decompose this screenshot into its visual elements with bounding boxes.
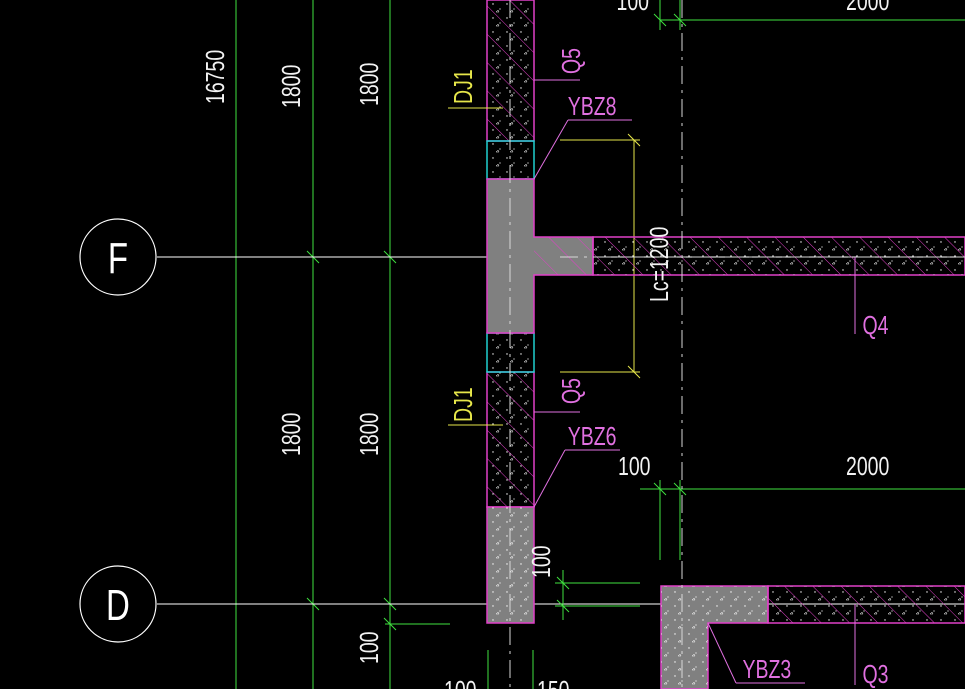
dj1-leaders (448, 107, 503, 426)
leader-lines (533, 79, 856, 685)
dimension-ticks-right (556, 13, 687, 613)
grid-bubble-f[interactable]: F (79, 218, 157, 296)
dim-mid-100: 100 (618, 451, 651, 480)
dimension-verticals-right (487, 0, 681, 689)
label-dj1-lower: DJ1 (448, 387, 477, 422)
label-q5-lower: Q5 (556, 378, 585, 404)
dim-top-100: 100 (617, 0, 650, 16)
dim-right-upper: 1800 (354, 63, 383, 106)
dim-top-2000: 2000 (846, 0, 889, 16)
q3-wall (767, 585, 965, 624)
ybz8-member (486, 178, 594, 334)
dim-right-lower: 1800 (354, 413, 383, 456)
dim-vertical-100: 100 (526, 545, 555, 578)
label-q3: Q3 (863, 659, 889, 688)
dim-left-upper: 1800 (276, 65, 305, 108)
grid-bubble-d[interactable]: D (79, 565, 157, 643)
label-ybz8: YBZ8 (568, 91, 617, 120)
dim-lc: Lc=1200 (644, 227, 673, 302)
label-q5-upper: Q5 (556, 48, 585, 74)
dim-total: 16750 (200, 50, 229, 104)
grid-label-d: D (106, 582, 130, 631)
dimension-lines-horizontal (385, 19, 965, 625)
grid-label-f: F (108, 235, 128, 284)
label-ybz3: YBZ3 (743, 654, 792, 683)
dimension-lines-vertical (235, 0, 391, 689)
dim-left-lower: 1800 (276, 413, 305, 456)
dim-bottom-100: 100 (354, 631, 383, 664)
center-dash-lines (509, 0, 965, 689)
dim-mid-2000: 2000 (846, 451, 889, 480)
label-ybz6: YBZ6 (568, 421, 617, 450)
dimension-texts-horizontal: 100 2000 100 2000 100 150 (444, 0, 889, 689)
dim-bottom-left-100: 100 (444, 675, 477, 689)
q4-wall (592, 236, 965, 276)
dim-bottom-150: 150 (537, 675, 570, 689)
label-dj1-upper: DJ1 (448, 69, 477, 104)
dimension-texts-vertical: 16750 1800 1800 1800 1800 100 100 Lc=120… (200, 50, 673, 664)
component-labels: DJ1 DJ1 Q5 Q5 YBZ8 YBZ6 YBZ3 Q4 Q3 (448, 48, 888, 689)
label-q4: Q4 (863, 310, 889, 339)
